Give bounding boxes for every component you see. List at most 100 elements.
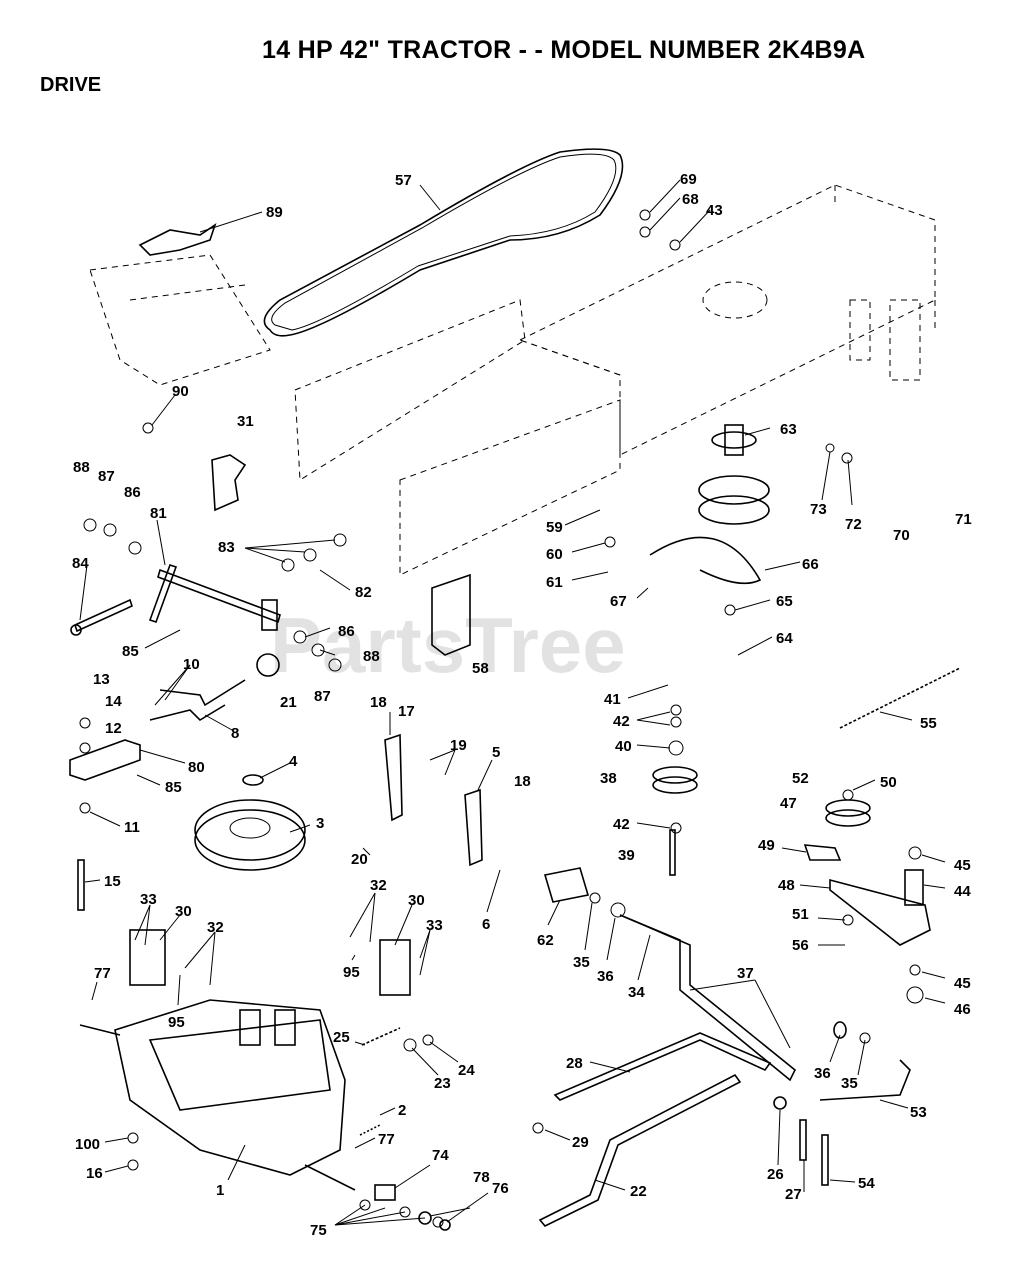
callout-95b: 95 [343, 964, 360, 981]
callout-28: 28 [566, 1055, 583, 1072]
callout-66: 66 [802, 556, 819, 573]
callout-10: 10 [183, 656, 200, 673]
callout-83: 83 [218, 539, 235, 556]
callout-56: 56 [792, 937, 809, 954]
callout-52: 52 [792, 770, 809, 787]
callout-31: 31 [237, 413, 254, 430]
callout-77: 77 [94, 965, 111, 982]
callout-33: 33 [140, 891, 157, 908]
callout-2: 2 [398, 1102, 406, 1119]
callout-20: 20 [351, 851, 368, 868]
callout-76: 76 [492, 1180, 509, 1197]
drive-belt [263, 148, 624, 337]
callout-54: 54 [858, 1175, 875, 1192]
callout-75: 75 [310, 1222, 327, 1239]
callout-85b: 85 [165, 779, 182, 796]
callout-35b: 35 [841, 1075, 858, 1092]
callout-36b: 36 [814, 1065, 831, 1082]
callout-14: 14 [105, 693, 122, 710]
callout-4: 4 [289, 753, 298, 770]
callout-19: 19 [450, 737, 467, 754]
callout-30: 30 [175, 903, 192, 920]
callout-84: 84 [72, 555, 89, 572]
callout-40: 40 [615, 738, 632, 755]
callout-60: 60 [546, 546, 563, 563]
callout-46: 46 [954, 1001, 971, 1018]
callout-64: 64 [776, 630, 793, 647]
callout-55: 55 [920, 715, 937, 732]
callout-1: 1 [216, 1182, 224, 1199]
callout-45: 45 [954, 857, 971, 874]
callout-6: 6 [482, 916, 490, 933]
pulley-63 [698, 424, 770, 525]
callout-18b: 18 [514, 773, 531, 790]
callout-36: 36 [597, 968, 614, 985]
callout-22: 22 [630, 1183, 647, 1200]
callout-49: 49 [758, 837, 775, 854]
transmission [79, 999, 356, 1191]
callout-5: 5 [492, 744, 500, 761]
callout-86b: 86 [338, 623, 355, 640]
callout-35: 35 [573, 954, 590, 971]
callout-73: 73 [810, 501, 827, 518]
callout-17: 17 [398, 703, 415, 720]
callout-88: 88 [73, 459, 90, 476]
callout-77b: 77 [378, 1131, 395, 1148]
callout-21: 21 [280, 694, 297, 711]
callout-15: 15 [104, 873, 121, 890]
callout-26: 26 [767, 1166, 784, 1183]
callout-87: 87 [98, 468, 115, 485]
callout-44: 44 [954, 883, 971, 900]
callout-57: 57 [395, 172, 412, 189]
callout-48: 48 [778, 877, 795, 894]
callout-11: 11 [124, 819, 140, 836]
callout-3: 3 [316, 815, 324, 832]
callout-95: 95 [168, 1014, 185, 1031]
callout-71: 71 [955, 511, 972, 528]
callout-29: 29 [572, 1134, 589, 1151]
callout-42b: 42 [613, 816, 630, 833]
callout-67: 67 [610, 593, 627, 610]
leader-lines [79, 179, 946, 1226]
callout-33b: 33 [426, 917, 443, 934]
callout-88b: 88 [363, 648, 380, 665]
callout-63: 63 [780, 421, 797, 438]
callout-labels: 57 89 69 68 43 90 31 63 88 87 86 81 83 8… [72, 171, 972, 1239]
callout-86: 86 [124, 484, 141, 501]
callout-89: 89 [266, 204, 283, 221]
callout-82: 82 [355, 584, 372, 601]
callout-72: 72 [845, 516, 862, 533]
callout-78: 78 [473, 1169, 490, 1186]
callout-87b: 87 [314, 688, 331, 705]
callout-41: 41 [604, 691, 621, 708]
callout-50: 50 [880, 774, 897, 791]
callout-43: 43 [706, 202, 723, 219]
callout-58: 58 [472, 660, 489, 677]
callout-23: 23 [434, 1075, 451, 1092]
callout-51: 51 [792, 906, 809, 923]
callout-45b: 45 [954, 975, 971, 992]
callout-27: 27 [785, 1186, 802, 1203]
callout-65: 65 [776, 593, 793, 610]
callout-53: 53 [910, 1104, 927, 1121]
callout-37: 37 [737, 965, 754, 982]
watermark-text: PartsTree [270, 601, 626, 689]
callout-59: 59 [546, 519, 563, 536]
callout-16: 16 [86, 1165, 103, 1182]
callout-81: 81 [150, 505, 167, 522]
callout-30b: 30 [408, 892, 425, 909]
tractor-frame [89, 184, 936, 576]
callout-25: 25 [333, 1029, 350, 1046]
page-title: 14 HP 42" TRACTOR - - MODEL NUMBER 2K4B9… [262, 36, 866, 64]
hardware [79, 209, 924, 1228]
callout-90: 90 [172, 383, 189, 400]
callout-24: 24 [458, 1062, 475, 1079]
callout-100: 100 [75, 1136, 100, 1153]
callout-12: 12 [105, 720, 122, 737]
callout-18: 18 [370, 694, 387, 711]
callout-42: 42 [613, 713, 630, 730]
pulley-3 [194, 799, 306, 871]
callout-69: 69 [680, 171, 697, 188]
callout-34: 34 [628, 984, 645, 1001]
